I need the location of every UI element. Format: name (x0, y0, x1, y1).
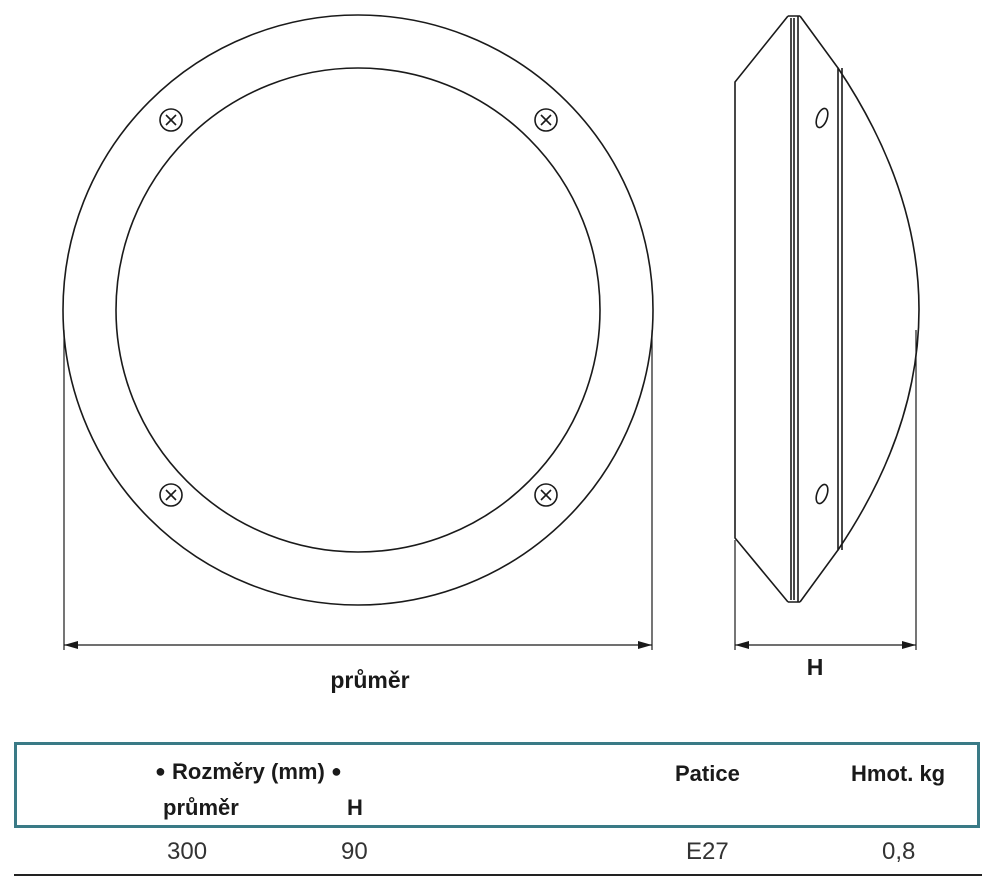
diameter-label: průměr (330, 667, 410, 693)
screw-bottom-right-icon (534, 483, 558, 507)
outer-ring (62, 14, 654, 606)
cell-socket: E27 (686, 838, 729, 865)
screw-top-right-icon (534, 108, 558, 132)
cell-height: 90 (341, 838, 368, 865)
height-label: H (806, 654, 824, 680)
height-dimension (734, 330, 917, 650)
spec-table-header: ● Rozměry (mm) ● průměr H Patice Hmot. k… (14, 742, 980, 828)
diameter-dimension (63, 330, 653, 650)
dimensions-group-header: ● Rozměry (mm) ● (155, 759, 342, 785)
screw-top-left-icon (159, 108, 183, 132)
table-bottom-rule (14, 874, 982, 876)
side-view (734, 15, 920, 603)
cell-weight: 0,8 (882, 838, 916, 865)
column-header-weight: Hmot. kg (851, 761, 946, 786)
column-header-diameter: průměr (163, 795, 239, 820)
column-header-socket: Patice (675, 761, 740, 786)
cell-diameter: 300 (167, 838, 208, 865)
technical-drawing (62, 14, 920, 650)
bullet-icon: ● (330, 761, 342, 781)
screw-bottom-left-icon (159, 483, 183, 507)
inner-diffuser (115, 67, 601, 553)
column-header-height: H (347, 795, 363, 820)
dimensions-group-label: Rozměry (mm) (172, 759, 325, 784)
bullet-icon: ● (155, 761, 166, 781)
